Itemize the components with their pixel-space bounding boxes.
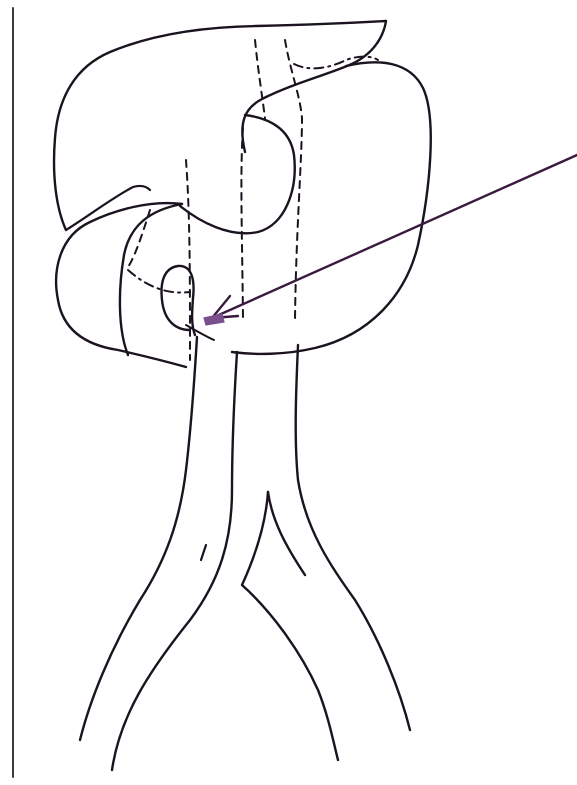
tube-far-right-wall (296, 345, 410, 730)
upper-organ-notch (242, 21, 386, 152)
right-organ-inner-curve (180, 115, 295, 233)
upper-organ-outline (54, 21, 386, 230)
left-lobe-fold (66, 186, 150, 230)
small-tick-mark (201, 545, 206, 560)
dashed-line-3 (241, 128, 243, 318)
left-lobe-inner (120, 204, 182, 355)
pointer-target-mark (204, 314, 224, 325)
bifurcation-crotch (268, 492, 305, 575)
right-organ-outline (232, 62, 431, 354)
dashed-line-1 (255, 40, 265, 118)
tube-left-wall (80, 337, 197, 740)
bifurcation-inner (242, 492, 338, 760)
dashdot-line-left (128, 270, 190, 293)
tube-right-wall (112, 352, 237, 770)
pointer-arrow-shaft (212, 155, 577, 318)
